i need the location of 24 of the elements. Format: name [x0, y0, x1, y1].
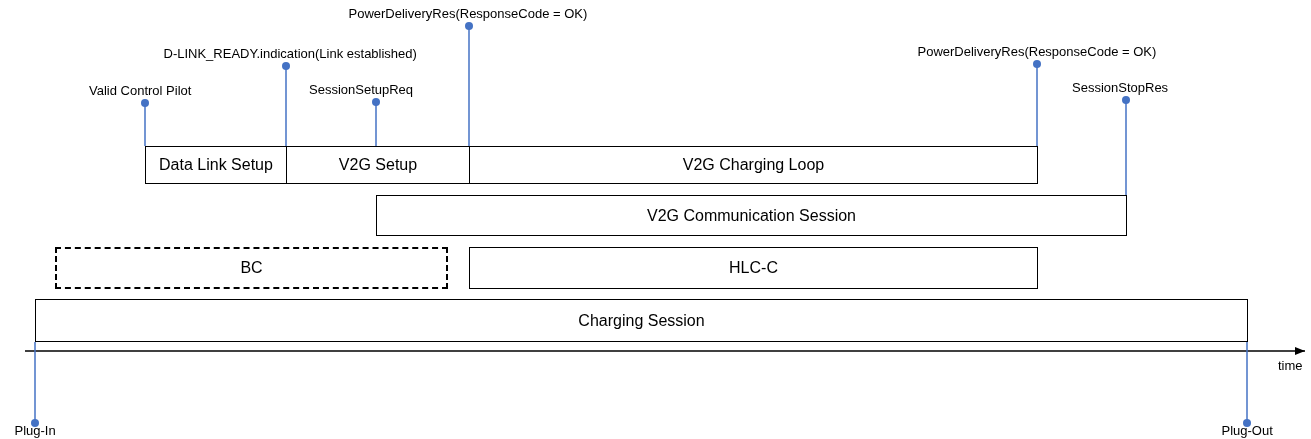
event-label: Valid Control Pilot [89, 83, 192, 103]
phase-bar: V2G Setup [286, 146, 470, 184]
phase-bar: HLC-C [469, 247, 1038, 289]
leader-line [1122, 96, 1130, 196]
axis-label: time [1278, 358, 1303, 373]
phase-bar: V2G Charging Loop [469, 146, 1038, 184]
event-label: PowerDeliveryRes(ResponseCode = OK) [917, 44, 1157, 64]
event-label: SessionSetupReq [309, 82, 414, 102]
leader-line [1243, 341, 1251, 427]
event-label: D-LINK_READY.indication(Link established) [163, 46, 417, 66]
leader-line [141, 99, 149, 147]
event-label: SessionStopRes [1072, 80, 1169, 100]
phase-bar: BC [55, 247, 448, 289]
event-label: Plug-Out [1221, 423, 1273, 439]
leader-line [465, 22, 473, 147]
leader-line [282, 62, 290, 147]
leader-line [372, 98, 380, 147]
event-label: PowerDeliveryRes(ResponseCode = OK) [348, 6, 588, 26]
event-label: Plug-In [14, 423, 56, 439]
leader-line [1033, 60, 1041, 147]
leader-line [31, 341, 39, 427]
phase-bar: V2G Communication Session [376, 195, 1127, 236]
phase-bar: Charging Session [35, 299, 1248, 342]
phase-bar: Data Link Setup [145, 146, 287, 184]
